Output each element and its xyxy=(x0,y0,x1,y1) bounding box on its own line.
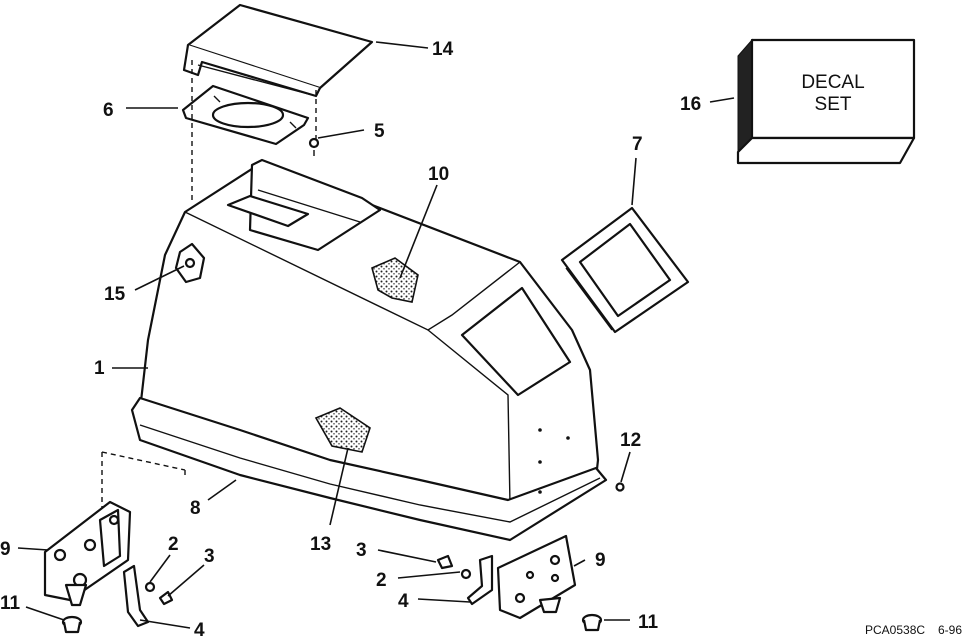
callout-11-right: 11 xyxy=(638,612,659,633)
callout-4-right: 4 xyxy=(398,591,409,612)
grommet-left xyxy=(61,615,83,634)
pad-part-lower xyxy=(314,407,371,453)
grommet-right xyxy=(581,613,603,632)
callout-2-left: 2 xyxy=(168,534,179,555)
callout-4-left: 4 xyxy=(194,620,205,637)
bracket-part-left xyxy=(43,500,132,607)
callout-12: 12 xyxy=(620,430,641,451)
callout-15: 15 xyxy=(104,284,126,305)
callout-2-right: 2 xyxy=(376,570,387,591)
decal-label-line2: SET xyxy=(815,94,852,115)
motor-cover-part xyxy=(130,158,608,542)
callout-3-right: 3 xyxy=(356,540,367,561)
callout-9-right: 9 xyxy=(595,550,606,571)
callout-labels: 14 6 5 16 7 10 15 1 12 8 9 2 3 13 3 9 2 … xyxy=(0,39,701,637)
decal-set-box: DECAL SET xyxy=(736,38,916,165)
callout-11-left: 11 xyxy=(0,593,21,614)
hardware-left xyxy=(122,564,174,628)
screw-part xyxy=(308,137,320,156)
callout-3-left: 3 xyxy=(204,546,215,567)
screw-part-12 xyxy=(615,482,625,492)
plate-part xyxy=(181,84,310,146)
window-frame-part xyxy=(560,206,690,334)
callout-16: 16 xyxy=(680,94,701,115)
bracket-part-right xyxy=(496,534,577,620)
decal-label-line1: DECAL xyxy=(801,72,864,93)
callout-9-left: 9 xyxy=(0,539,11,560)
callout-6: 6 xyxy=(103,100,114,121)
figure-code: PCA0538C xyxy=(865,623,925,637)
leader-lines xyxy=(17,41,735,629)
top-cover-part xyxy=(182,3,374,98)
callout-1: 1 xyxy=(94,358,105,379)
callout-7: 7 xyxy=(632,134,643,155)
callout-14: 14 xyxy=(432,39,454,60)
grommet-part xyxy=(174,242,206,284)
callout-10: 10 xyxy=(428,164,449,185)
figure-date: 6-96 xyxy=(938,623,962,637)
pad-part xyxy=(371,257,419,303)
callout-8: 8 xyxy=(190,498,201,519)
callout-13: 13 xyxy=(310,534,331,555)
callout-5: 5 xyxy=(374,121,385,142)
hardware-right xyxy=(436,554,494,606)
